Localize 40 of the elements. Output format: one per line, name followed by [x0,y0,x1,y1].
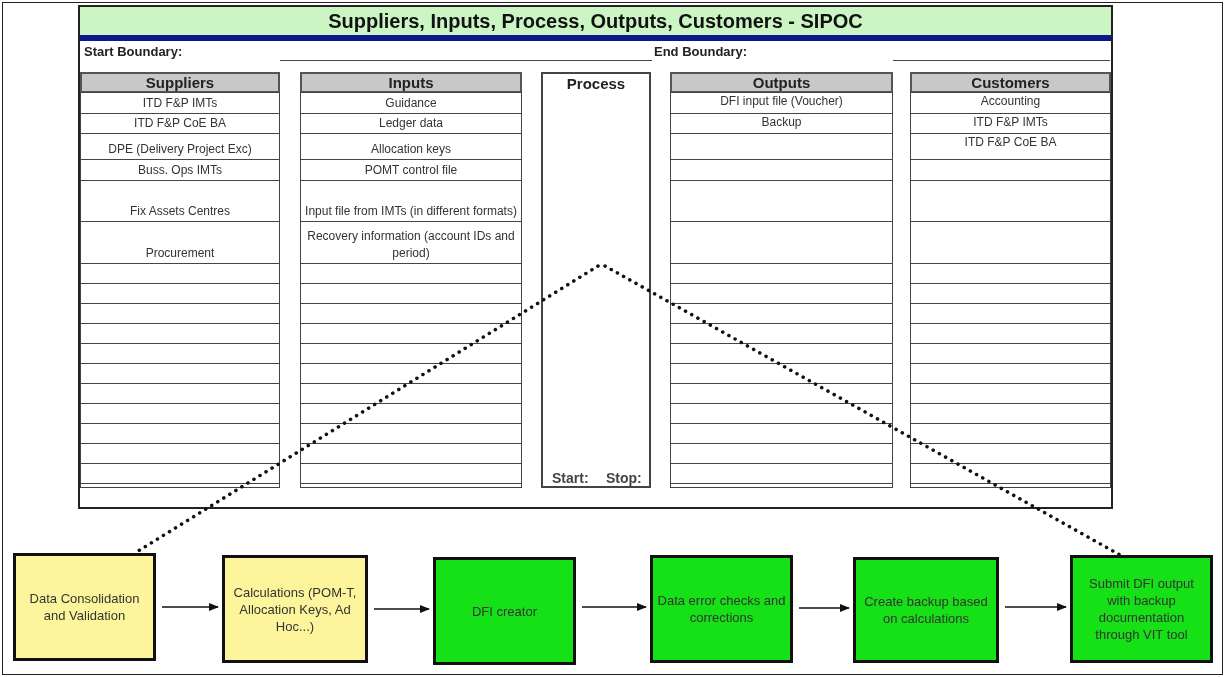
boundary-label: End Boundary: [654,44,748,59]
process-box: Data error checks and corrections [650,555,793,663]
table-cell: ITD F&P CoE BA [80,113,280,134]
boundary-label: Start Boundary: [84,44,183,59]
arrow [581,603,647,611]
column-header: Customers [910,72,1111,93]
arrow [798,604,850,612]
table-cell: Backup [670,113,893,134]
arrow [161,603,219,611]
column-header: Inputs [300,72,522,93]
column-heading: Process [565,74,627,94]
process-box: DFI creator [433,557,576,665]
dotted-line [603,264,1122,557]
table-cell: Buss. Ops IMTs [80,159,280,181]
start-label: Start: [552,470,589,486]
column-header: Suppliers [80,72,280,93]
table-cell: Accounting [910,92,1111,114]
table-cell: Fix Assets Centres [80,180,280,222]
table-cell: Allocation keys [300,133,522,160]
stop-label: Stop: [606,470,642,486]
process-box: Data Consolidation and Validation [13,553,156,661]
table-cell: POMT control file [300,159,522,181]
table-cell: Input file from IMTs (in different formats) [300,180,522,222]
column-header: Outputs [670,72,893,93]
process-column [541,72,651,488]
arrow [1004,603,1067,611]
table-cell: ITD F&P IMTs [910,113,1111,134]
process-box: Create backup based on calculations [853,557,999,663]
process-box: Calculations (POM-T, Allocation Keys, Ad Hoc...) [222,555,368,663]
table-cell: Ledger data [300,113,522,134]
table-cell: DPE (Delivery Project Exc) [80,133,280,160]
arrow [373,605,430,613]
table-cell: ITD F&P CoE BA [910,133,1111,160]
table-cell: Guidance [300,92,522,114]
table-cell: Recovery information (account IDs and period) [300,221,522,264]
title-banner: Suppliers, Inputs, Process, Outputs, Customers - SIPOC [80,7,1111,35]
process-box: Submit DFI output with backup documentation through VIT tool [1070,555,1213,663]
table-cell: DFI input file (Voucher) [670,92,893,114]
table-cell: ITD F&P IMTs [80,92,280,114]
table-cell: Procurement [80,221,280,264]
